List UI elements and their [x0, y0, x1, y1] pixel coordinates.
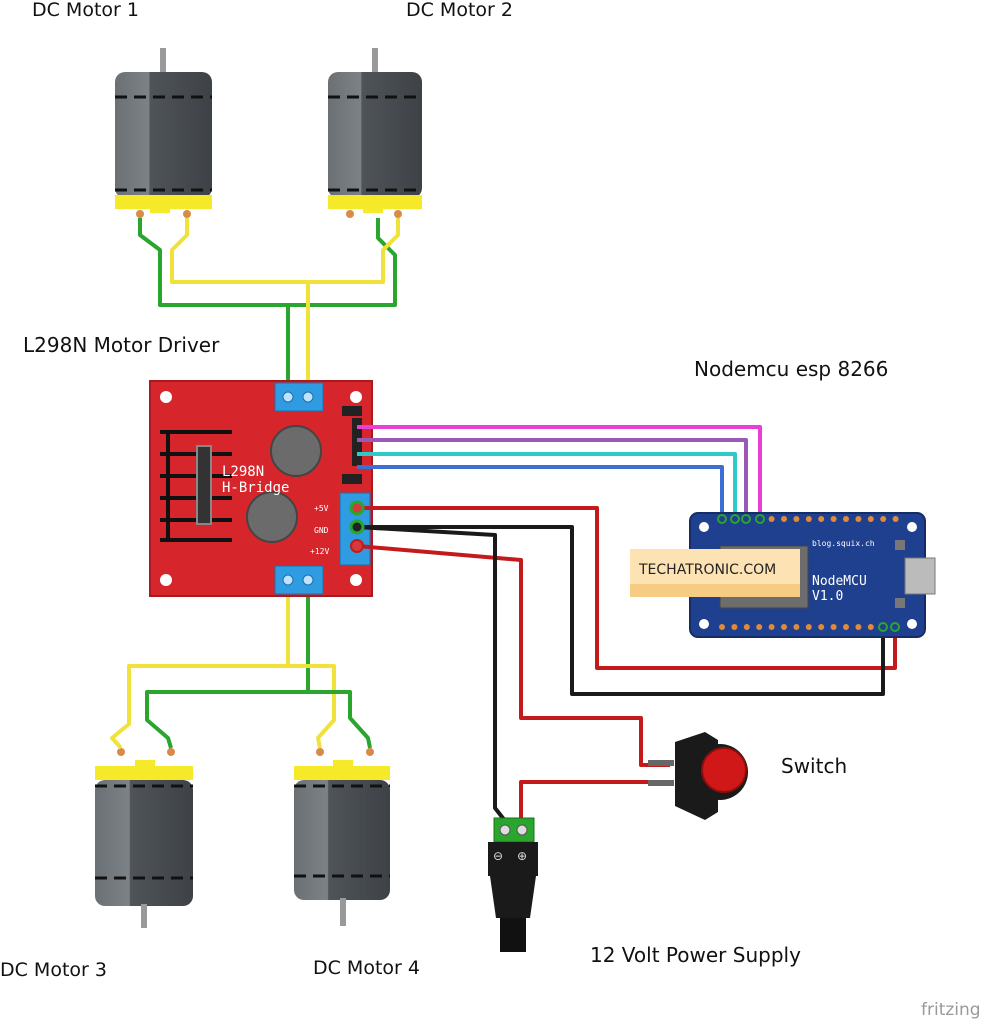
dc-motor-3: [95, 748, 193, 928]
nodemcu-pin: [731, 624, 738, 630]
nodemcu-pin: [805, 624, 812, 630]
power-wires: [356, 506, 897, 824]
nodemcu-pin: [793, 516, 800, 522]
label-dc-motor-3: DC Motor 3: [0, 959, 107, 981]
jack-minus-symbol: ⊖: [493, 849, 503, 863]
chip-label-line1: L298N: [222, 464, 264, 480]
nodemcu-title-line2: V1.0: [812, 589, 843, 604]
techatronic-watermark: [630, 549, 800, 597]
nodemcu-pin: [805, 516, 812, 522]
nodemcu-pin: [768, 624, 775, 630]
nodemcu-site-label: blog.squix.ch: [812, 539, 875, 548]
nodemcu-pin: [768, 516, 775, 522]
nodemcu-pin: [830, 624, 837, 630]
label-l298n-driver: L298N Motor Driver: [23, 333, 220, 357]
fritzing-logo-text: fritzing: [921, 1000, 981, 1020]
driver-power-pins: [349, 500, 365, 553]
chip-label-line2: H-Bridge: [222, 480, 289, 496]
nodemcu-pin: [880, 516, 887, 522]
nodemcu-pin: [781, 516, 787, 522]
nodemcu-pin: [781, 624, 787, 630]
label-switch: Switch: [781, 754, 848, 778]
nodemcu-pin: [855, 516, 862, 522]
nodemcu-pin: [818, 624, 825, 630]
nodemcu-pin: [867, 624, 874, 630]
nodemcu-pin: [843, 516, 849, 522]
nodemcu-pin: [719, 624, 725, 630]
pin-label-gnd: GND: [314, 526, 329, 535]
nodemcu-pin: [892, 516, 899, 522]
pin-label-12v: +12V: [310, 547, 329, 556]
nodemcu-pin: [818, 516, 825, 522]
power-jack: [488, 817, 538, 952]
nodemcu-pin: [843, 624, 849, 630]
nodemcu-pin: [867, 516, 874, 522]
jack-plus-symbol: ⊕: [517, 849, 527, 863]
label-dc-motor-2: DC Motor 2: [406, 0, 513, 21]
label-nodemcu: Nodemcu esp 8266: [694, 357, 889, 381]
pin-label-5v: +5V: [314, 504, 329, 513]
label-power-supply: 12 Volt Power Supply: [590, 943, 801, 967]
top-motor-wires: [138, 218, 400, 392]
nodemcu-pin: [743, 624, 750, 630]
label-dc-motor-1: DC Motor 1: [32, 0, 139, 21]
dc-motor-4: [294, 748, 390, 926]
nodemcu-title-line1: NodeMCU: [812, 574, 867, 589]
nodemcu-pin: [855, 624, 862, 630]
nodemcu-wired-pins: [717, 514, 900, 632]
push-switch: [648, 732, 748, 820]
l298n-driver-board: [149, 380, 373, 597]
watermark-text: TECHATRONIC.COM: [638, 562, 776, 578]
dc-motor-1: [115, 48, 212, 218]
label-dc-motor-4: DC Motor 4: [313, 957, 420, 979]
signal-wires: [357, 425, 762, 519]
bottom-motor-wires: [110, 585, 372, 750]
dc-motor-2: [328, 48, 422, 218]
nodemcu-pin: [793, 624, 800, 630]
nodemcu-pin-header-bottom: [719, 624, 899, 630]
nodemcu-pin: [756, 624, 763, 630]
nodemcu-pin: [830, 516, 837, 522]
